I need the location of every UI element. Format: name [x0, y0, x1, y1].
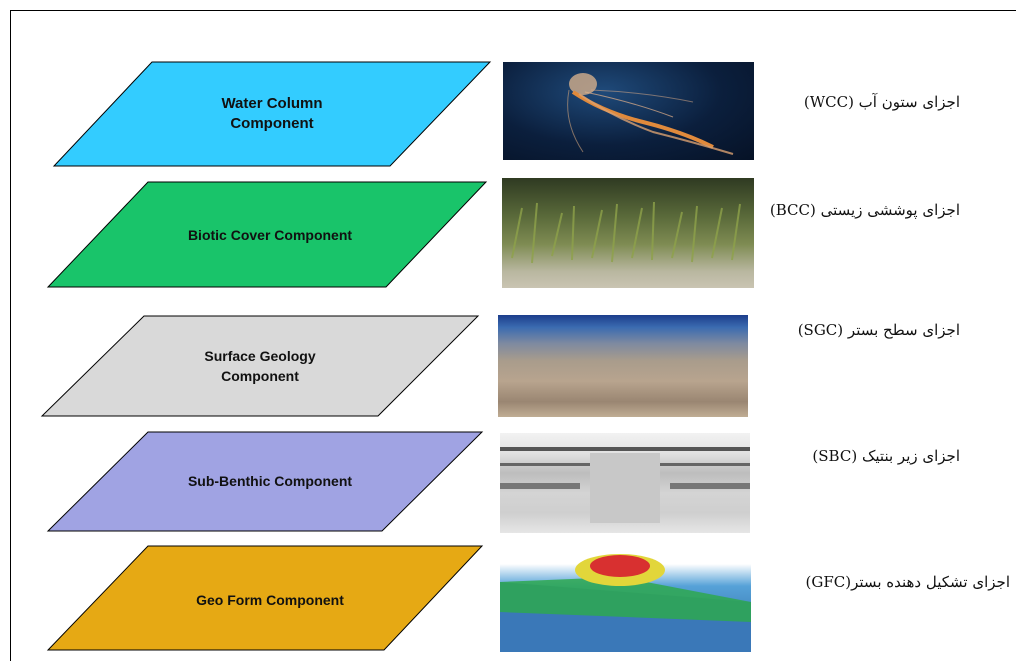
biotic-cover-parallelogram [46, 181, 488, 288]
surface-geology-label-line-1: Surface Geology [204, 348, 316, 364]
biotic-cover-label: Biotic Cover Component [140, 225, 400, 245]
sub-benthic-label-line-1: Sub-Benthic Component [187, 473, 353, 489]
geo-form-label-line-1: Geo Form Component [196, 592, 344, 608]
bathymetry-illustration [500, 554, 751, 652]
gfc-persian-label: اجزای تشکیل دهنده بستر(GFC) [805, 573, 1010, 591]
bcc-persian-label: اجزای پوششی زیستی (BCC) [769, 201, 960, 219]
water-column-label-line-2: Component [230, 115, 314, 132]
sub-benthic-label: Sub-Benthic Component [140, 471, 400, 491]
water-column-label: Water Column Component [172, 94, 372, 134]
frame-left-border [10, 10, 11, 661]
sub-benthic-parallelogram [46, 431, 484, 532]
sbc-persian-label: اجزای زیر بنتیک (SBC) [812, 447, 960, 465]
jellyfish-illustration [567, 73, 734, 155]
surface-geology-label-line-2: Component [221, 368, 299, 384]
jellyfish-photo [503, 62, 754, 160]
biotic-cover-label-line-1: Biotic Cover Component [187, 227, 353, 243]
water-column-parallelogram [52, 61, 492, 167]
sub-bottom-profile-illustration [500, 447, 750, 523]
sgc-persian-label: اجزای سطح بستر (SGC) [797, 321, 960, 339]
geo-form-parallelogram [46, 545, 484, 651]
surface-geology-parallelogram [40, 315, 480, 417]
geo-form-label: Geo Form Component [140, 590, 400, 610]
surface-geology-label: Surface Geology Component [160, 346, 360, 386]
sub-bottom-profile-image [500, 433, 750, 533]
frame-top-border [10, 10, 1016, 11]
seabed-sediment-photo [498, 315, 748, 417]
seagrass-photo [502, 178, 754, 288]
wcc-persian-label: اجزای ستون آب (WCC) [803, 93, 960, 111]
bathymetry-3d-model [500, 542, 751, 652]
seagrass-illustration [511, 201, 741, 264]
water-column-label-line-1: Water Column [221, 95, 323, 112]
